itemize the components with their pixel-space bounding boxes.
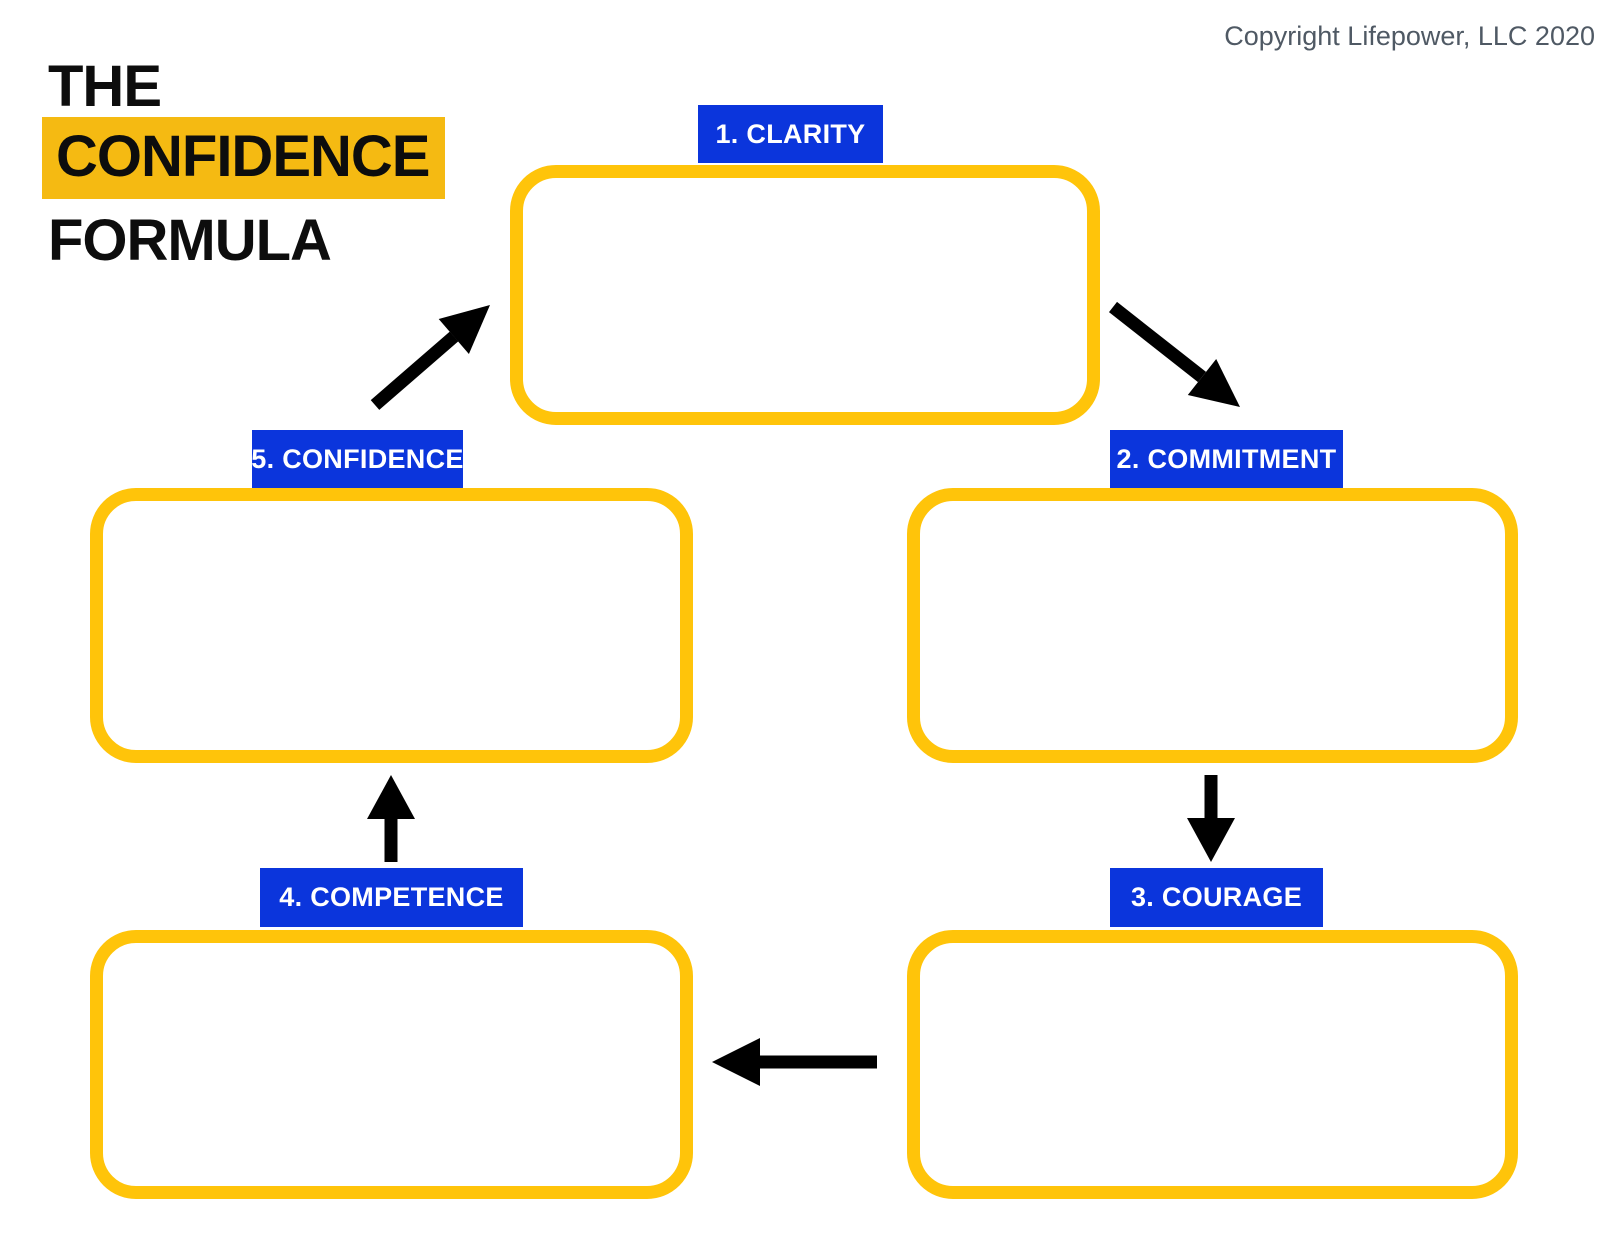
- stage-label-competence: 4. COMPETENCE: [260, 868, 523, 927]
- stage-label-courage: 3. COURAGE: [1110, 868, 1323, 927]
- arrow-clarity-to-commitment-icon: [1108, 301, 1240, 407]
- arrow-commitment-to-courage-icon: [1187, 775, 1235, 862]
- page-title-line-the: THE: [48, 54, 162, 119]
- stage-box-commitment: [907, 488, 1518, 763]
- stage-label-confidence: 5. CONFIDENCE: [251, 430, 463, 488]
- arrow-courage-to-competence-icon: [712, 1038, 877, 1086]
- stage-box-courage: [907, 930, 1518, 1199]
- stage-box-competence: [90, 930, 693, 1199]
- stage-box-clarity: [510, 165, 1100, 425]
- stage-label-commitment: 2. COMMITMENT: [1110, 430, 1343, 488]
- arrow-confidence-to-clarity-icon: [370, 305, 490, 410]
- page-title-line-formula: FORMULA: [48, 208, 332, 273]
- copyright-notice: Copyright Lifepower, LLC 2020: [1224, 21, 1595, 51]
- arrow-competence-to-confidence-icon: [367, 775, 415, 862]
- stage-label-clarity: 1. CLARITY: [698, 105, 883, 163]
- page-title-line-confidence-highlighted: CONFIDENCE: [42, 117, 446, 199]
- stage-box-confidence: [90, 488, 693, 763]
